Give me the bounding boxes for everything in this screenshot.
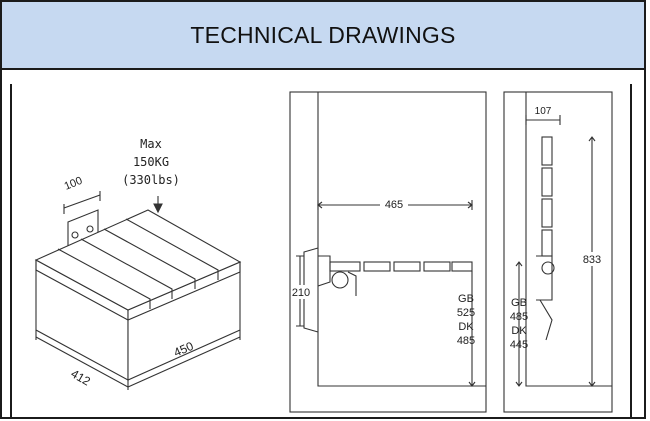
load-lbs-label: (330lbs)	[122, 173, 180, 187]
dk-value: 485	[457, 335, 475, 347]
section-title: TECHNICAL DRAWINGS	[190, 21, 456, 48]
section-header: TECHNICAL DRAWINGS	[2, 2, 644, 70]
height-dimension: 210	[292, 287, 310, 299]
folded-dk-value: 445	[510, 339, 528, 351]
load-kg-label: 150KG	[133, 155, 169, 169]
right-inner-border	[630, 84, 632, 419]
isometric-seat-drawing	[34, 191, 242, 390]
bracket-dimension: 100	[63, 175, 85, 193]
folded-height-dimension: 833	[583, 254, 601, 266]
isometric-labels: Max 150KG (330lbs) 100 412 450	[63, 137, 196, 389]
dk-label: DK	[458, 321, 474, 333]
folded-gb-label: GB	[511, 297, 527, 309]
length-dimension: 465	[385, 199, 403, 211]
side-view-drawing	[289, 91, 487, 413]
gb-label: GB	[458, 293, 474, 305]
folded-gb-value: 485	[510, 311, 528, 323]
folded-dk-label: DK	[511, 325, 527, 337]
folded-view-drawing	[503, 91, 613, 413]
gb-value: 525	[457, 307, 475, 319]
folded-view-labels: 107 833 GB 485 DK 445	[510, 106, 602, 351]
width-dimension: 412	[69, 366, 94, 388]
folded-depth-dimension: 107	[535, 106, 552, 117]
max-label: Max	[140, 137, 162, 151]
side-view-labels: 465 210 GB 525 DK 485	[292, 197, 475, 347]
left-inner-border	[10, 84, 12, 419]
